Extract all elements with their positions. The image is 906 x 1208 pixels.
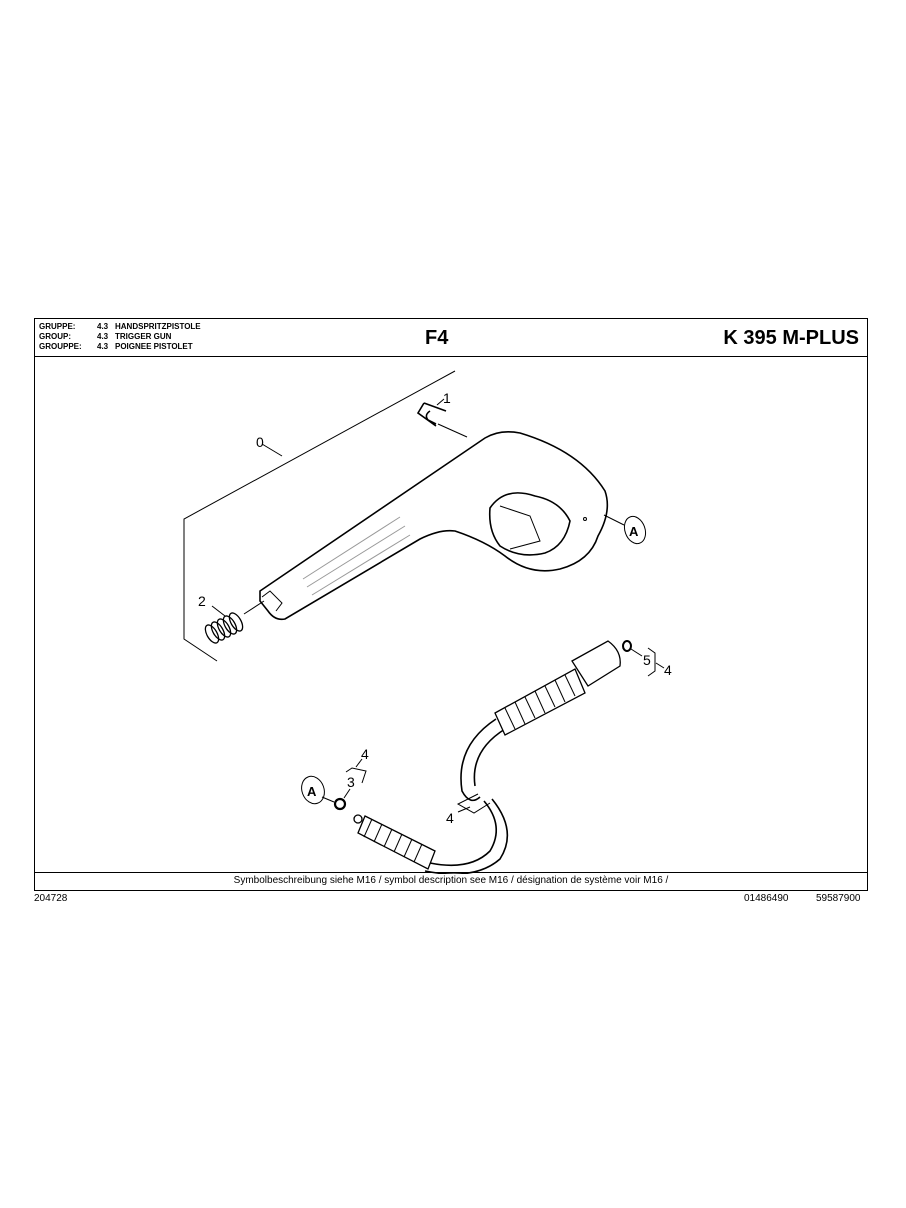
group-number: 4.3	[97, 342, 109, 351]
callout-4-right: 4	[664, 662, 672, 678]
sheet-header: GRUPPE: 4.3 HANDSPRITZPISTOLE GROUP: 4.3…	[35, 319, 867, 357]
callout-5: 5	[643, 652, 651, 668]
hose-bracket-middle	[456, 793, 491, 814]
oring-right	[622, 640, 665, 677]
document-number-1: 01486490	[744, 893, 789, 904]
oring-left	[333, 758, 367, 811]
group-number: 4.3	[97, 322, 109, 331]
callout-3: 3	[347, 774, 355, 790]
callout-2: 2	[198, 593, 206, 609]
connector-a-hose	[301, 775, 335, 805]
callout-0: 0	[256, 434, 264, 450]
drawing-number: 204728	[34, 893, 68, 904]
group-name: POIGNEE PISTOLET	[115, 342, 193, 351]
group-block: GRUPPE: 4.3 HANDSPRITZPISTOLE GROUP: 4.3…	[39, 322, 201, 352]
symbol-note: Symbolbeschreibung siehe M16 / symbol de…	[35, 872, 867, 890]
group-key: GROUPPE:	[39, 342, 82, 351]
model-name: K 395 M-PLUS	[723, 327, 859, 349]
label-a-gun: A	[629, 524, 639, 539]
sheet-code: F4	[425, 327, 449, 349]
spring-part	[204, 600, 265, 644]
callout-4-left: 4	[361, 746, 369, 762]
group-row-de: GRUPPE: 4.3 HANDSPRITZPISTOLE	[39, 322, 201, 332]
trigger-gun-body	[259, 431, 609, 621]
high-pressure-hose	[353, 640, 621, 875]
clip-part	[416, 398, 468, 438]
group-name: TRIGGER GUN	[115, 332, 172, 341]
callout-1: 1	[443, 390, 451, 406]
callout-4-middle: 4	[446, 810, 454, 826]
group-name: HANDSPRITZPISTOLE	[115, 322, 201, 331]
parts-sheet: GRUPPE: 4.3 HANDSPRITZPISTOLE GROUP: 4.3…	[34, 318, 868, 891]
connector-a-gun	[603, 514, 647, 545]
group-key: GROUP:	[39, 332, 71, 341]
assembly-frame	[183, 370, 456, 662]
exploded-drawing: 0 1	[35, 356, 867, 875]
label-a-hose: A	[307, 784, 317, 799]
group-row-fr: GROUPPE: 4.3 POIGNEE PISTOLET	[39, 342, 201, 352]
group-row-en: GROUP: 4.3 TRIGGER GUN	[39, 332, 201, 342]
group-key: GRUPPE:	[39, 322, 76, 331]
exploded-view-svg: 0 1	[183, 370, 672, 875]
group-number: 4.3	[97, 332, 109, 341]
document-number-2: 59587900	[816, 893, 861, 904]
